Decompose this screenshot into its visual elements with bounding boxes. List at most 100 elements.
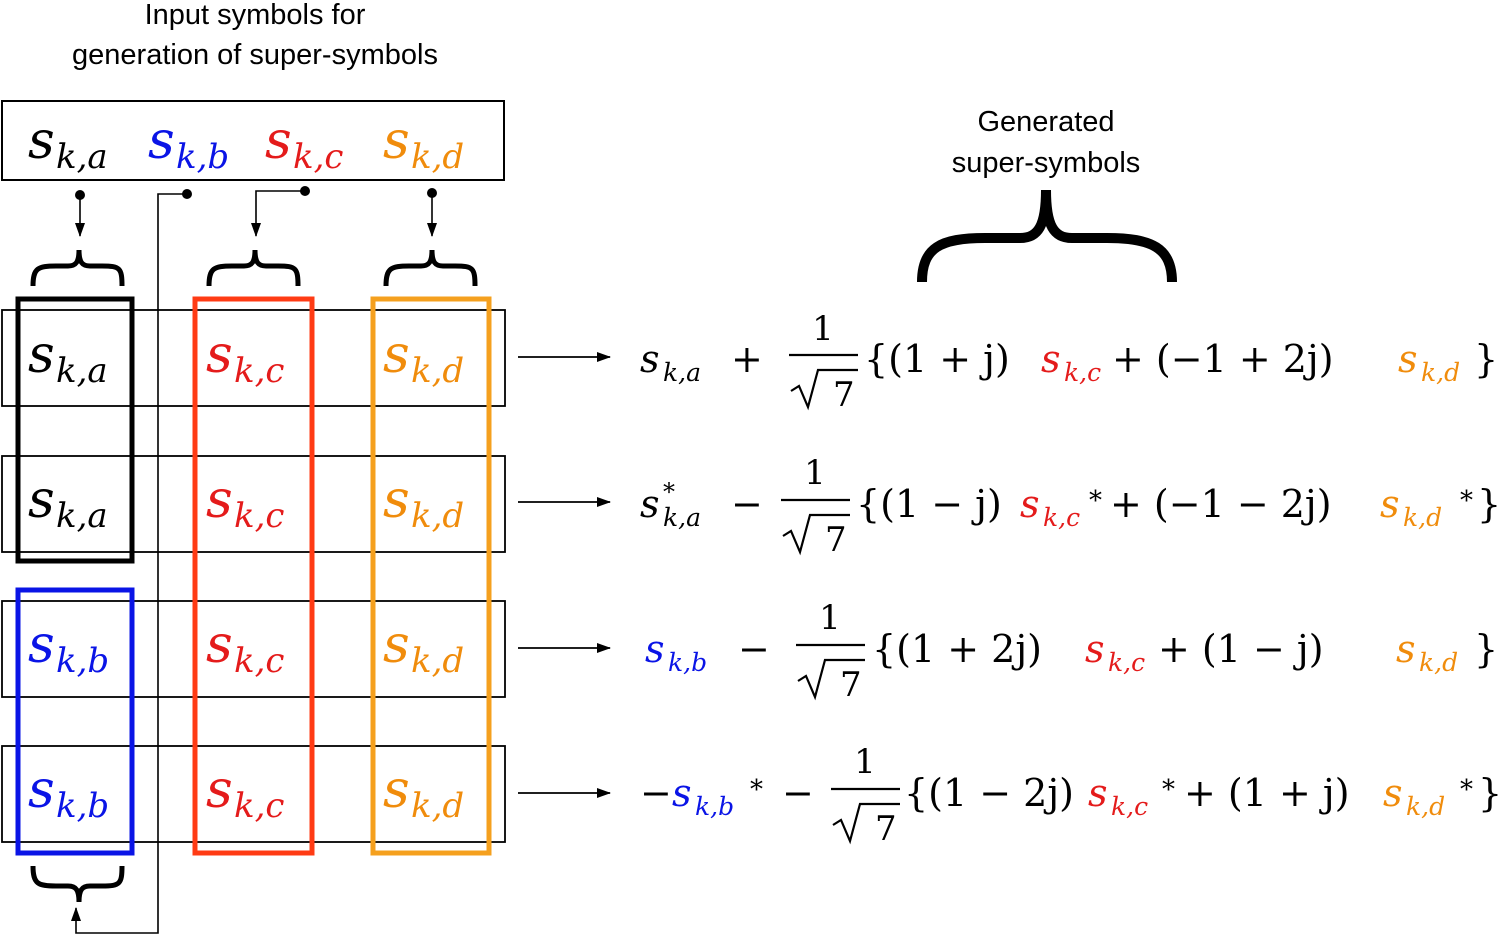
equation-row-4: − s k,b * − 1 7 {(1 − 2j) s k,c * + (1 +… (640, 742, 1501, 849)
svg-text:s: s (672, 771, 692, 815)
svg-text:s: s (640, 337, 660, 381)
svg-text:k,c: k,c (293, 137, 343, 177)
svg-text:k,c: k,c (1043, 503, 1080, 532)
svg-text:k,a: k,a (663, 503, 701, 532)
svg-text:+ (1 + j): + (1 + j) (1184, 771, 1350, 815)
svg-text:s: s (1383, 771, 1403, 815)
svg-text:7: 7 (875, 809, 897, 849)
generated-title-line2: super-symbols (952, 147, 1141, 179)
svg-text:s: s (383, 111, 410, 171)
svg-text:s: s (206, 760, 233, 820)
svg-text:+ (−1 + 2j): + (−1 + 2j) (1112, 337, 1334, 381)
svg-text:s: s (645, 627, 665, 671)
row-box-2 (1, 455, 506, 553)
svg-text:k,a: k,a (56, 496, 108, 536)
svg-text:s: s (383, 325, 410, 385)
svg-text:−: − (731, 482, 763, 526)
input-symbol-a: s k,a (28, 111, 108, 177)
brace-b (30, 865, 125, 903)
svg-text:+: + (731, 337, 763, 381)
svg-text:s: s (1398, 337, 1418, 381)
svg-text:s: s (148, 111, 175, 171)
svg-text:+ (1 − j): + (1 − j) (1158, 627, 1324, 671)
super-symbols-brace (917, 189, 1177, 283)
svg-text:s: s (383, 760, 410, 820)
row-box-3 (1, 600, 506, 698)
svg-text:s: s (265, 111, 292, 171)
svg-text:1: 1 (804, 453, 826, 493)
svg-text:7: 7 (833, 375, 855, 415)
svg-text:s: s (206, 470, 233, 530)
svg-text:s: s (1396, 627, 1416, 671)
svg-text:+ (−1 − 2j): + (−1 − 2j) (1110, 482, 1332, 526)
svg-text:s: s (1020, 482, 1040, 526)
column-box-d (370, 296, 492, 856)
column-box-c (192, 296, 315, 856)
svg-text:{(1 + j): {(1 + j) (864, 337, 1010, 381)
equation-row-1: s k,a + 1 7 {(1 + j) s k,c + (−1 + 2j) s… (640, 309, 1498, 415)
input-symbol-d: s k,d (383, 111, 464, 177)
svg-text:k,d: k,d (411, 641, 464, 681)
svg-text:s: s (383, 615, 410, 675)
svg-text:k,b: k,b (56, 641, 109, 681)
row-box-4 (1, 745, 506, 843)
svg-text:k,c: k,c (1064, 358, 1101, 387)
svg-text:s: s (28, 615, 55, 675)
svg-text:k,c: k,c (1108, 648, 1145, 677)
generated-title-line1: Generated (977, 106, 1114, 138)
svg-text:k,c: k,c (234, 641, 284, 681)
column-box-b (15, 587, 135, 856)
svg-text:k,d: k,d (1419, 648, 1458, 677)
connector-a (75, 190, 85, 237)
svg-text:s: s (206, 615, 233, 675)
input-title-line2: generation of super-symbols (72, 39, 438, 71)
svg-text:k,d: k,d (1403, 503, 1442, 532)
brace-a (30, 249, 125, 287)
svg-text:}: } (1474, 627, 1498, 671)
svg-text:s: s (383, 470, 410, 530)
svg-text:s: s (28, 325, 55, 385)
column-box-a (15, 296, 135, 564)
equation-row-3: s k,b − 1 7 {(1 + 2j) s k,c + (1 − j) s … (645, 598, 1498, 705)
svg-text:k,d: k,d (1421, 358, 1460, 387)
svg-text:{(1 − 2j): {(1 − 2j) (904, 771, 1074, 815)
svg-text:7: 7 (825, 520, 847, 560)
svg-text:k,a: k,a (56, 351, 108, 391)
brace-d (383, 249, 478, 287)
svg-text:s: s (1041, 337, 1061, 381)
svg-text:k,c: k,c (234, 786, 284, 826)
svg-text:k,b: k,b (176, 137, 229, 177)
svg-text:−: − (640, 771, 672, 815)
svg-text:s: s (1085, 627, 1105, 671)
connector-c (251, 186, 310, 237)
svg-text:s: s (28, 111, 55, 171)
svg-text:*: * (1460, 486, 1473, 516)
svg-text:k,a: k,a (663, 358, 701, 387)
svg-text:k,a: k,a (56, 137, 108, 177)
svg-text:s: s (1088, 771, 1108, 815)
svg-text:{(1 − j): {(1 − j) (856, 482, 1002, 526)
svg-text:k,b: k,b (56, 786, 109, 826)
svg-text:*: * (750, 775, 763, 805)
svg-text:k,b: k,b (695, 792, 734, 821)
svg-text:1: 1 (819, 598, 841, 638)
svg-text:k,d: k,d (411, 351, 464, 391)
svg-text:k,d: k,d (411, 786, 464, 826)
svg-text:k,c: k,c (1111, 792, 1148, 821)
row-box-1 (1, 309, 506, 407)
svg-text:k,d: k,d (411, 137, 464, 177)
equation-row-2: s * k,a − 1 7 {(1 − j) s k,c * + (−1 − 2… (640, 453, 1501, 560)
svg-text:k,b: k,b (668, 648, 707, 677)
svg-text:}: } (1474, 337, 1498, 381)
